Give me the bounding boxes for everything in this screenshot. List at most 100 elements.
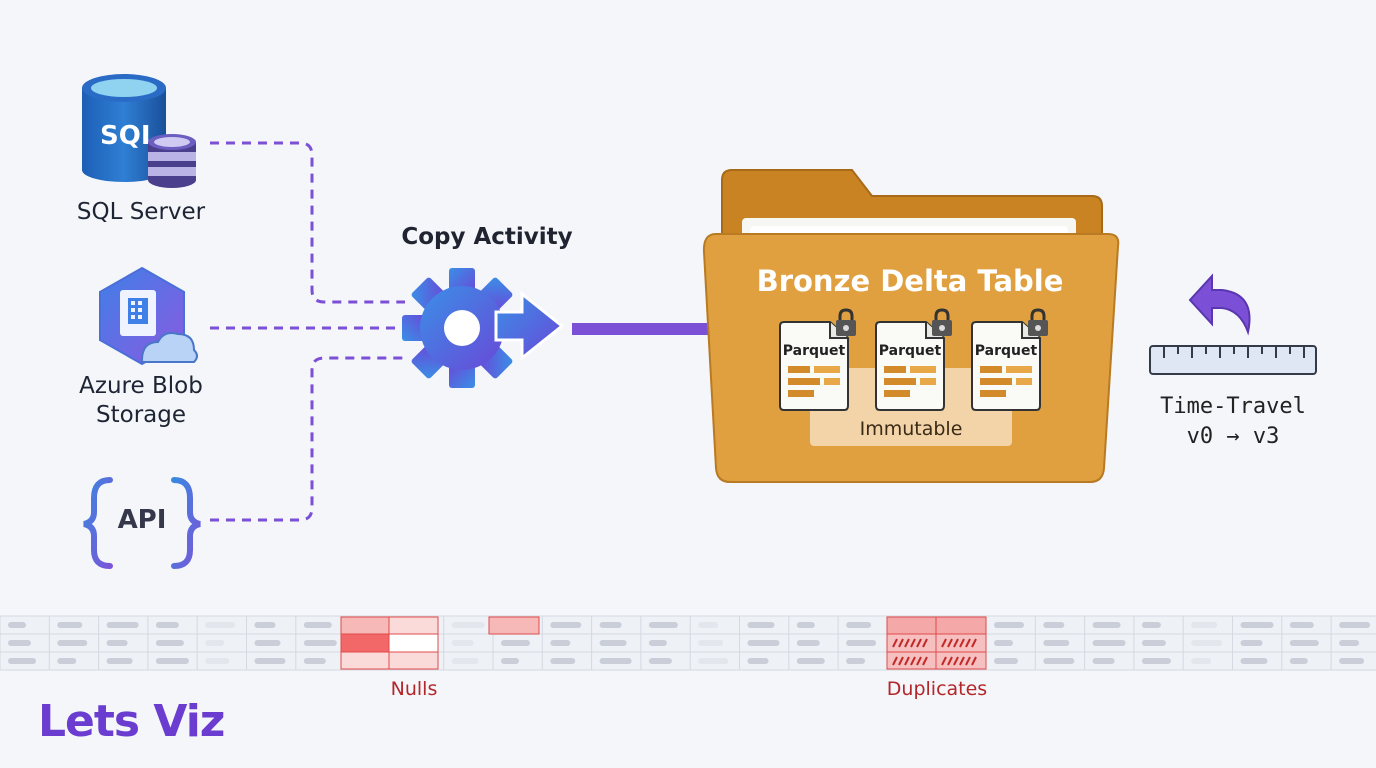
- strip-cell-placeholder: [648, 658, 672, 664]
- parquet-file-2: [875, 308, 952, 411]
- strip-cell-placeholder: [106, 640, 128, 646]
- strip-cell-placeholder: [155, 658, 189, 664]
- bronze-connector: [572, 323, 708, 335]
- parquet-label-2: Parquet: [878, 343, 942, 359]
- strip-cell-placeholder: [747, 658, 769, 664]
- duplicate-cells: [886, 616, 987, 670]
- strip-cell-placeholder: [1141, 640, 1166, 646]
- strip-cell-placeholder: [994, 658, 1018, 664]
- sql-server-label: SQL Server: [76, 199, 206, 225]
- strip-cell-placeholder: [303, 658, 326, 664]
- azure-blob-storage-icon: [99, 266, 198, 366]
- strip-cell-placeholder: [1191, 622, 1218, 628]
- strip-cell-placeholder: [155, 640, 184, 646]
- timeline-ruler: [1149, 345, 1317, 375]
- strip-cell-placeholder: [8, 622, 26, 628]
- strip-cell-placeholder: [599, 622, 622, 628]
- parquet-file-3: [971, 308, 1048, 411]
- strip-cell-placeholder: [57, 622, 83, 628]
- strip-cell-placeholder: [550, 640, 571, 646]
- time-travel-line2: v0 → v3: [1186, 424, 1280, 449]
- time-travel-line1: Time-Travel: [1160, 394, 1306, 419]
- immutable-label: Immutable: [859, 418, 963, 440]
- parquet-label-1: Parquet: [782, 343, 846, 359]
- strip-cell-placeholder: [698, 622, 719, 628]
- strip-cell-placeholder: [1289, 640, 1319, 646]
- strip-cell-placeholder: [599, 640, 627, 646]
- strip-cell-placeholder: [1092, 640, 1126, 646]
- strip-cell-placeholder: [1043, 658, 1075, 664]
- strip-cell-placeholder: [1043, 622, 1065, 628]
- strip-cell-placeholder: [303, 640, 337, 646]
- strip-cell-placeholder: [501, 658, 519, 664]
- strip-cell-placeholder: [1191, 640, 1223, 646]
- strip-cell-placeholder: [1141, 622, 1161, 628]
- strip-cell-placeholder: [451, 658, 479, 664]
- sql-server-icon: SQL: [82, 74, 196, 188]
- strip-cell-placeholder: [1339, 658, 1365, 664]
- lets-viz-logo: Lets Viz: [38, 696, 225, 747]
- strip-cell-placeholder: [205, 622, 236, 628]
- strip-cell-placeholder: [1240, 622, 1274, 628]
- strip-cell-placeholder: [8, 658, 36, 664]
- strip-cell-placeholder: [451, 622, 485, 628]
- strip-cell-placeholder: [698, 658, 729, 664]
- strip-cell-placeholder: [1141, 658, 1171, 664]
- strip-cell-placeholder: [57, 640, 88, 646]
- svg-text:SQL: SQL: [100, 121, 157, 151]
- strip-cell-placeholder: [994, 640, 1013, 646]
- nulls-label: Nulls: [390, 678, 438, 700]
- sql-connector: [210, 141, 405, 304]
- strip-cell-placeholder: [599, 658, 632, 664]
- strip-cell-placeholder: [747, 640, 780, 646]
- strip-cell-placeholder: [1339, 622, 1371, 628]
- time-travel-label: Time-Travel v0 → v3: [1136, 392, 1330, 452]
- strip-cell-placeholder: [254, 640, 281, 646]
- undo-arrow-icon: [1188, 273, 1251, 336]
- strip-cell-placeholder: [205, 640, 225, 646]
- strip-cell-placeholder: [1289, 622, 1314, 628]
- strip-cell-placeholder: [1240, 658, 1268, 664]
- azure-blob-label-line2: Storage: [96, 402, 186, 428]
- strip-cell-placeholder: [106, 658, 133, 664]
- strip-cell-placeholder: [254, 658, 286, 664]
- strip-cell-placeholder: [57, 658, 77, 664]
- quality-strip-cells: [0, 616, 1371, 670]
- strip-cell-placeholder: [1289, 658, 1308, 664]
- gear-arrow-icon: [402, 268, 565, 388]
- strip-cell-placeholder: [846, 640, 877, 646]
- strip-cell-placeholder: [550, 658, 576, 664]
- strip-cell-placeholder: [1191, 658, 1212, 664]
- api-braces-icon: [83, 477, 201, 569]
- strip-cell-placeholder: [451, 640, 474, 646]
- strip-cell-placeholder: [994, 622, 1024, 628]
- strip-cell-placeholder: [1092, 622, 1121, 628]
- azure-blob-label: Azure Blob Storage: [40, 372, 242, 430]
- api-connector: [210, 356, 405, 522]
- null-cells: [340, 616, 540, 670]
- api-label: API: [117, 505, 167, 535]
- copy-activity-label: Copy Activity: [401, 224, 573, 250]
- strip-cell-placeholder: [846, 658, 866, 664]
- source-connectors: [210, 141, 405, 522]
- strip-cell-placeholder: [106, 622, 139, 628]
- parquet-files: [779, 308, 1048, 411]
- bronze-title: Bronze Delta Table: [756, 264, 1064, 298]
- strip-cell-placeholder: [648, 622, 678, 628]
- strip-cell-placeholder: [205, 658, 230, 664]
- strip-cell-placeholder: [1043, 640, 1070, 646]
- strip-cell-placeholder: [1339, 640, 1360, 646]
- parquet-file-1: [779, 308, 856, 411]
- strip-cell-placeholder: [501, 640, 530, 646]
- strip-cell-placeholder: [155, 622, 179, 628]
- azure-blob-label-line1: Azure Blob: [79, 373, 203, 399]
- strip-cell-placeholder: [796, 658, 825, 664]
- strip-cell-placeholder: [1240, 640, 1263, 646]
- strip-cell-placeholder: [747, 622, 775, 628]
- duplicates-label: Duplicates: [886, 678, 988, 700]
- strip-cell-placeholder: [8, 640, 31, 646]
- strip-cell-placeholder: [550, 622, 582, 628]
- quality-strip: [0, 615, 1376, 671]
- strip-cell-placeholder: [796, 622, 815, 628]
